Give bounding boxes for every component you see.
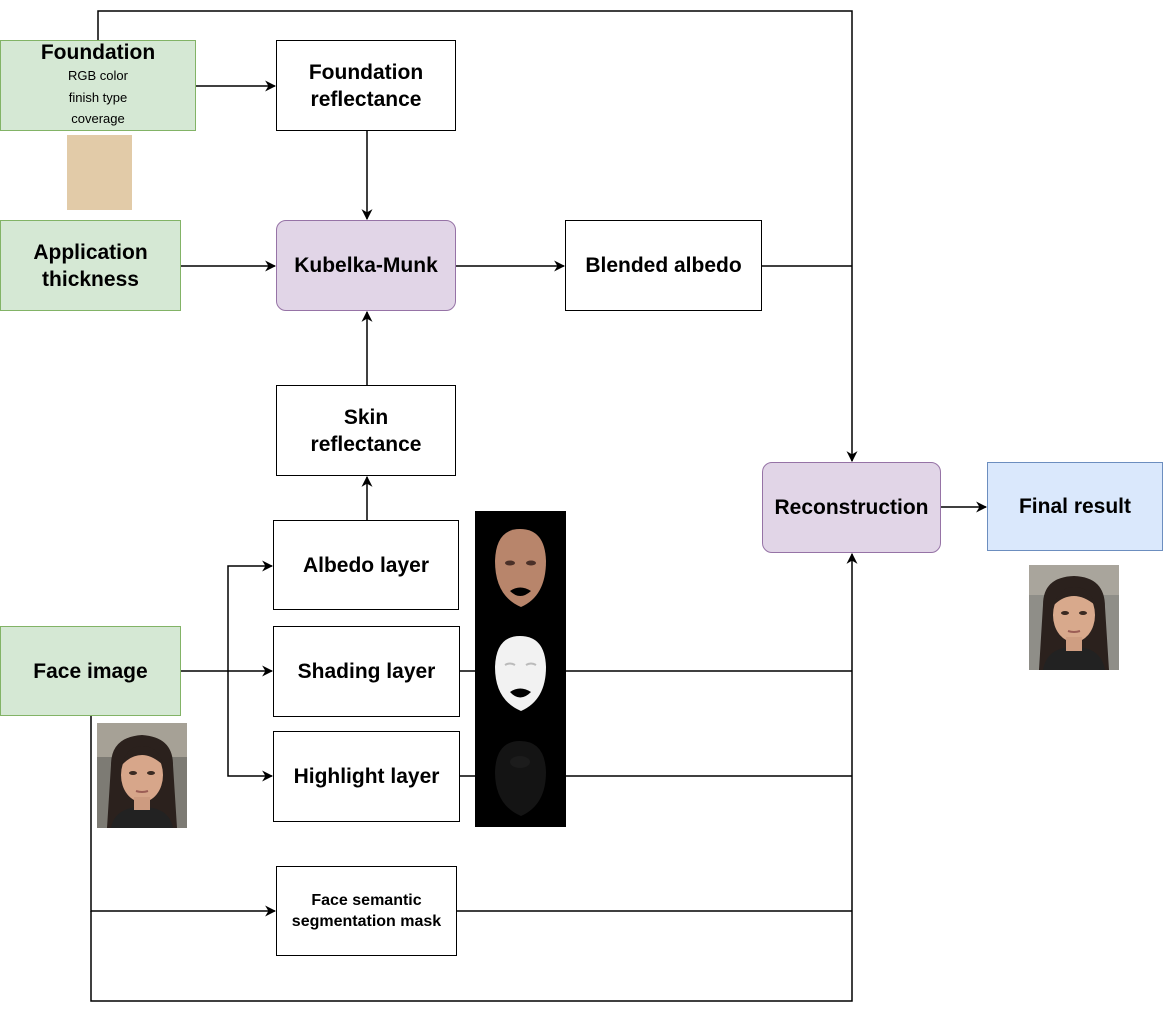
application-thickness-line1: Application — [33, 240, 148, 264]
reconstruction-label: Reconstruction — [774, 496, 929, 519]
highlight-layer-label: Highlight layer — [293, 765, 440, 788]
shading-layer-label: Shading layer — [297, 660, 436, 683]
albedo-layer-node[interactable]: Albedo layer — [273, 520, 459, 610]
kubelka-munk-label: Kubelka-Munk — [294, 254, 438, 277]
face-image-node[interactable]: Face image — [0, 626, 181, 716]
reconstruction-node[interactable]: Reconstruction — [762, 462, 941, 553]
skin-reflectance-line2: reflectance — [310, 432, 422, 456]
face-image-photo — [97, 723, 187, 828]
foundation-swatch — [67, 135, 132, 210]
foundation-reflectance-line2: reflectance — [310, 87, 422, 111]
segmentation-mask-line2: segmentation mask — [291, 913, 442, 930]
edge-face-bottom-loop — [90, 552, 858, 1002]
application-thickness-line2: thickness — [42, 267, 139, 291]
foundation-reflectance-line1: Foundation — [308, 60, 424, 84]
foundation-attr-color: RGB color — [68, 68, 128, 83]
shading-layer-image — [475, 617, 566, 722]
foundation-attr-coverage: coverage — [71, 111, 125, 126]
foundation-reflectance-node[interactable]: Foundation reflectance — [276, 40, 456, 131]
blended-albedo-node[interactable]: Blended albedo — [565, 220, 762, 311]
skin-reflectance-node[interactable]: Skin reflectance — [276, 385, 456, 476]
edge-face-to-albedo — [227, 560, 274, 671]
final-result-photo — [1029, 565, 1119, 670]
blended-albedo-label: Blended albedo — [585, 254, 742, 277]
highlight-layer-node[interactable]: Highlight layer — [273, 731, 460, 822]
segmentation-mask-node[interactable]: Face semantic segmentation mask — [276, 866, 457, 956]
foundation-title: Foundation — [40, 41, 156, 64]
application-thickness-node[interactable]: Application thickness — [0, 220, 181, 311]
albedo-layer-label: Albedo layer — [302, 553, 430, 577]
foundation-node[interactable]: Foundation RGB color finish type coverag… — [0, 40, 196, 131]
face-image-label: Face image — [33, 659, 148, 683]
segmentation-mask-line1: Face semantic — [311, 892, 422, 909]
shading-layer-node[interactable]: Shading layer — [273, 626, 460, 717]
kubelka-munk-node[interactable]: Kubelka-Munk — [276, 220, 456, 311]
edge-foundation-to-reconstruction — [97, 10, 858, 463]
foundation-attr-finish: finish type — [68, 90, 128, 105]
highlight-layer-image — [475, 722, 566, 827]
skin-reflectance-line1: Skin — [343, 405, 389, 429]
final-result-label: Final result — [1018, 495, 1132, 518]
final-result-node[interactable]: Final result — [987, 462, 1163, 551]
edge-face-to-highlight — [227, 671, 274, 782]
albedo-layer-image — [475, 511, 566, 617]
